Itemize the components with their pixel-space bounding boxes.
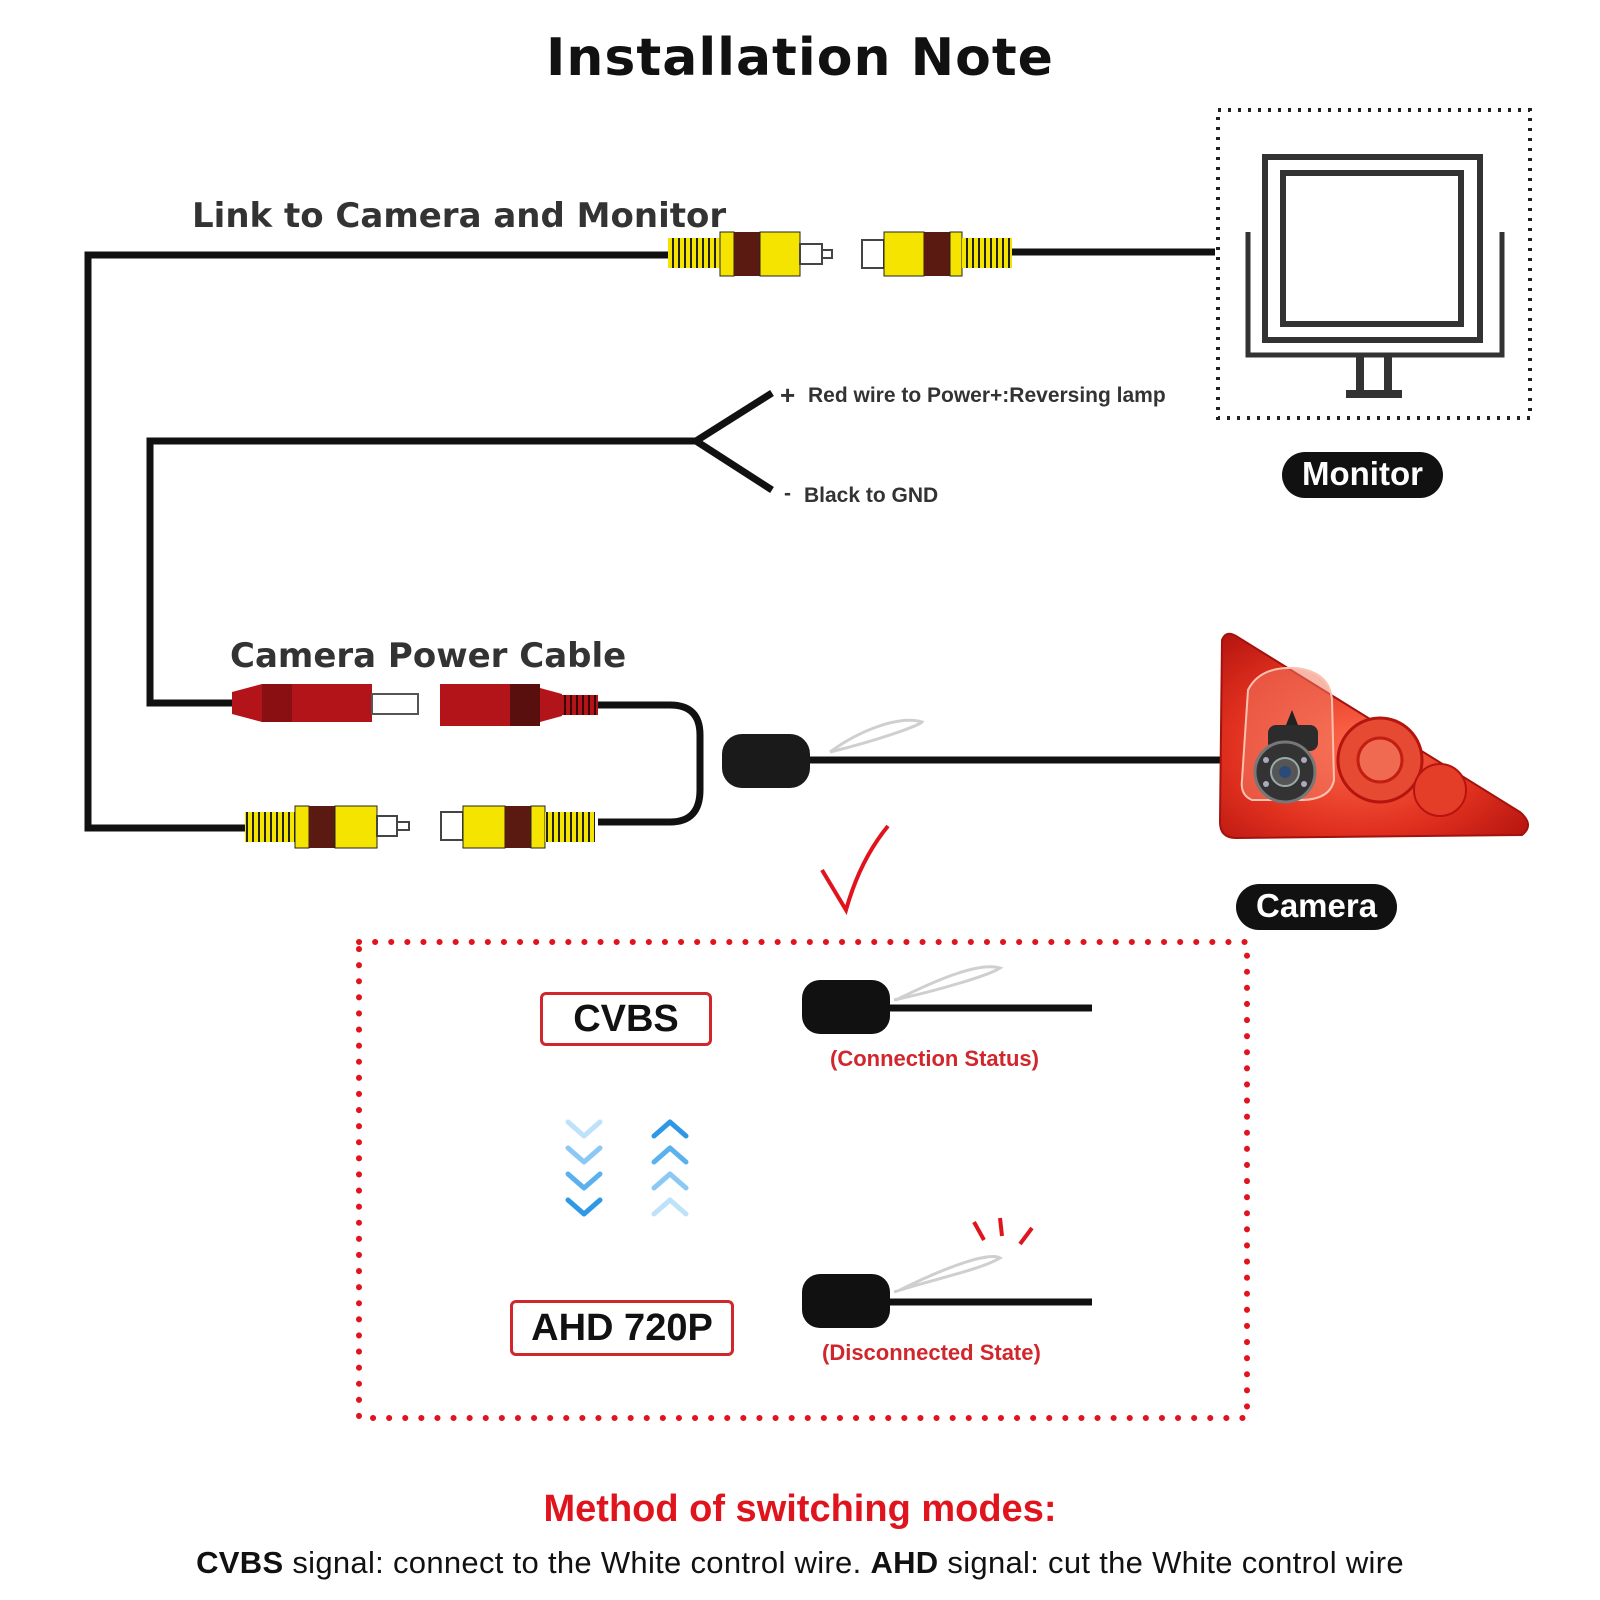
- cvbs-term: CVBS: [196, 1545, 284, 1580]
- black-wire-branch: [694, 438, 774, 493]
- method-heading: Method of switching modes:: [543, 1488, 1057, 1530]
- camera-icon: [1218, 632, 1529, 840]
- camera-cable-split: [598, 701, 704, 826]
- connected-module: [802, 965, 1092, 1034]
- video-cable-loop: [84, 251, 670, 832]
- page-title: Installation Note: [546, 28, 1054, 88]
- connected-state-label: (Connection Status): [830, 1046, 1039, 1071]
- monitor-icon: [1216, 108, 1532, 420]
- red-wire-branch: [694, 390, 774, 444]
- ahd-term: AHD: [870, 1545, 939, 1580]
- white-control-loop: [829, 718, 925, 754]
- rca-female-top: [861, 231, 1012, 277]
- minus-sign: -: [784, 482, 791, 505]
- camera-badge: Camera: [1236, 884, 1398, 930]
- checkmark-icon: [820, 824, 890, 916]
- power-cable-line: [146, 437, 696, 707]
- monitor-badge: Monitor: [1282, 452, 1443, 498]
- method-description: CVBS signal: connect to the White contro…: [0, 1545, 1600, 1581]
- black-wire-label: Black to GND: [804, 484, 939, 507]
- disconnected-module: [802, 1217, 1092, 1328]
- power-connector-male: [232, 684, 419, 722]
- ahd-mode-label: AHD 720P: [510, 1300, 734, 1356]
- mode-switch-box: [356, 939, 1250, 1421]
- link-label: Link to Camera and Monitor: [192, 196, 727, 236]
- rca-male-bottom: [245, 805, 410, 849]
- ahd-instruction: signal: cut the White control wire: [938, 1545, 1404, 1580]
- red-wire-label: Red wire to Power+:Reversing lamp: [808, 384, 1166, 407]
- chevron-down-icon: [565, 1119, 603, 1217]
- chevron-up-icon: [651, 1119, 689, 1217]
- junction-module: [722, 734, 810, 788]
- power-connector-female: [440, 684, 598, 726]
- plus-sign: +: [780, 380, 796, 410]
- cvbs-instruction: signal: connect to the White control wir…: [283, 1545, 871, 1580]
- rca-male-top: [668, 231, 833, 277]
- rca-female-bottom: [440, 805, 595, 849]
- power-cable-label: Camera Power Cable: [230, 636, 627, 676]
- disconnected-state-label: (Disconnected State): [822, 1340, 1041, 1365]
- cvbs-mode-label: CVBS: [540, 992, 712, 1046]
